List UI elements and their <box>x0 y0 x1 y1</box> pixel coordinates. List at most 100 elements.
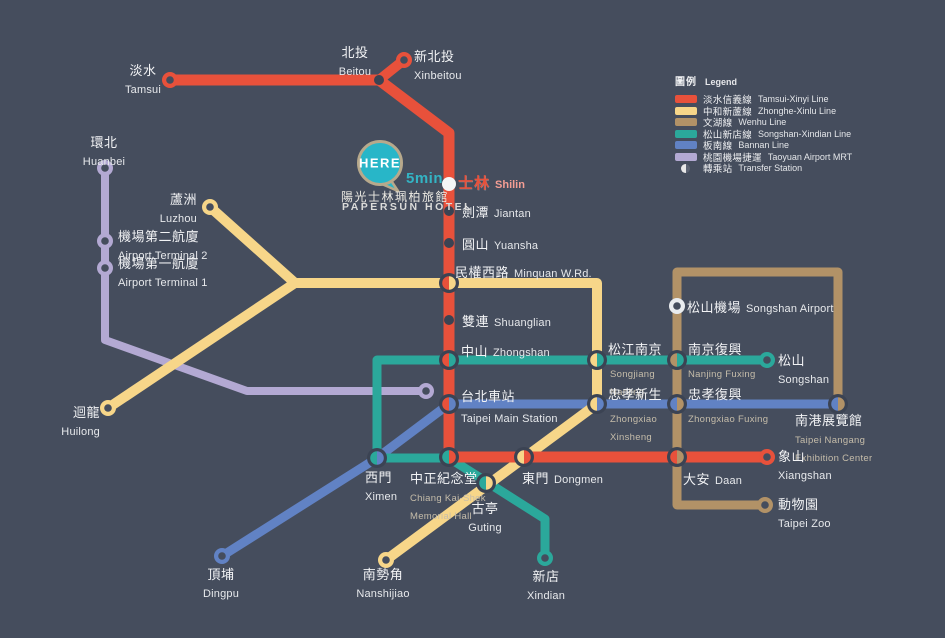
station-daan <box>667 447 687 467</box>
label-zhongxiao-xinsheng-zh: 忠孝新生 <box>608 386 662 404</box>
label-nangang-exhibition-text: Exhibition Center <box>795 453 873 464</box>
label-zhongxiao-xinsheng-en-text: Zhongxiao <box>610 414 658 425</box>
label-dongmen-text: Dongmen <box>554 474 604 486</box>
label-zhongxiao-xinsheng-zh-text: 忠孝新生 <box>608 387 663 402</box>
label-nanshijiao-text: Nanshijiao <box>356 588 410 600</box>
label-dingpu-text: 頂埔 <box>207 567 235 582</box>
label-taipei-main-zh-text: 台北車站 <box>461 389 516 404</box>
line-color-swatch <box>675 129 697 138</box>
line-color-swatch <box>675 141 697 150</box>
label-taipei-main-en-text: Taipei Main Station <box>461 413 558 425</box>
legend-label-en: Tamsui-Xinyi Line <box>758 94 829 105</box>
label-jiantan-text: Jiantan <box>494 208 531 220</box>
station-nanshijiao <box>378 552 394 568</box>
label-yuansha: 圓山 Yuansha <box>462 236 538 254</box>
label-nangang-exhibition-text: Taipei Nangang <box>795 435 866 446</box>
label-nangang-exhibition-text: 南港展覽館 <box>795 413 863 428</box>
station-ximen <box>367 448 387 468</box>
label-cks-memorial-hall-text: Chiang Kai-Shek <box>410 493 486 504</box>
label-zhongxiao-xinsheng-en-text: Xinsheng <box>610 432 653 443</box>
here-bubble-label: HERE <box>358 155 402 171</box>
label-luzhou-text: 蘆洲 <box>169 192 197 207</box>
station-songshan-airport <box>669 298 685 314</box>
label-nanshijiao: 南勢角 Nanshijiao <box>356 566 409 602</box>
station-shuanglian <box>444 315 454 325</box>
label-zhongxiao-fuxing-en: Zhongxiao Fuxing <box>688 409 768 427</box>
label-dingpu-text: Dingpu <box>202 588 240 600</box>
station-taipei-main-station <box>439 394 459 414</box>
label-nanjing-fuxing-en: Nanjing Fuxing <box>688 364 756 382</box>
label-cks-memorial-hall-text: 中正紀念堂 <box>410 471 478 486</box>
label-dongmen-text: 東門 <box>522 471 550 486</box>
label-yuansha-text: 圓山 <box>462 237 490 252</box>
label-songshan-text: Songshan <box>778 374 830 386</box>
label-luzhou-text: Luzhou <box>159 213 197 225</box>
metro-line-zhonghe-xinlu-huilong-branch <box>103 278 300 413</box>
label-jiantan: 劍潭 Jiantan <box>462 204 531 222</box>
label-songshan: 松山 Songshan <box>778 352 829 388</box>
label-shuanglian-text: 雙連 <box>462 314 490 329</box>
label-huanbei-text: Huanbei <box>82 156 126 168</box>
label-guting-text: Guting <box>468 522 502 534</box>
station-dongmen <box>514 447 534 467</box>
station-airport-mrt-end <box>418 383 434 399</box>
label-zhongxiao-fuxing-zh-text: 忠孝復興 <box>688 387 743 402</box>
legend-label-en: Songshan-Xindian Line <box>758 128 852 139</box>
legend-label-en: Bannan Line <box>738 140 789 151</box>
label-zhongxiao-fuxing-zh: 忠孝復興 <box>688 386 742 404</box>
label-songjiang-nanjing-en-text: Songjiang <box>610 369 655 380</box>
label-nanjing-fuxing-zh-text: 南京復興 <box>688 342 743 357</box>
legend-label-zh: 文湖線 <box>703 118 733 130</box>
station-jiantan <box>444 206 454 216</box>
legend-title-en: Legend <box>705 77 738 87</box>
legend-title-zh: 圖例 <box>675 77 697 88</box>
label-shilin-text: Shilin <box>495 179 525 191</box>
label-taipei-main-en: Taipei Main Station <box>461 409 558 427</box>
label-songshan-airport-text: 松山機場 <box>687 300 742 315</box>
station-xinbeitou <box>396 52 412 68</box>
label-daan-text: 大安 <box>683 472 711 487</box>
line-color-swatch <box>675 95 697 104</box>
station-songjiang-nanjing <box>587 350 607 370</box>
label-xindian-text: 新店 <box>532 569 560 584</box>
label-zhongshan-text: 中山 <box>461 344 489 359</box>
station-tamsui <box>162 72 178 88</box>
station-zhongxiao-xinsheng <box>587 394 607 414</box>
legend-label-en: Taoyuan Airport MRT <box>767 151 853 162</box>
label-huilong-text: Huilong <box>61 426 100 438</box>
legend-label-en: Zhonghe-Xinlu Line <box>758 105 837 116</box>
label-airport-terminal-2-text: Airport Terminal 2 <box>118 250 208 262</box>
legend-label-zh: 桃園機場捷運 <box>703 152 762 164</box>
metro-line-zhonghe-xinlu <box>205 202 602 565</box>
label-yuansha-text: Yuansha <box>494 240 539 252</box>
station-beitou <box>374 75 384 85</box>
label-nanshijiao-text: 南勢角 <box>362 567 404 582</box>
label-jiantan-text: 劍潭 <box>462 205 490 220</box>
metro-line-tamsui-xinyi <box>164 74 773 463</box>
station-cks-memorial-hall <box>439 447 459 467</box>
line-color-swatch <box>675 106 697 115</box>
label-songshan-text: 松山 <box>778 353 806 368</box>
legend-title: 圖例 Legend <box>675 73 852 88</box>
label-nanjing-fuxing-zh: 南京復興 <box>688 341 742 359</box>
station-huanbei <box>97 160 113 176</box>
label-xinbeitou-text: Xinbeitou <box>414 70 462 82</box>
